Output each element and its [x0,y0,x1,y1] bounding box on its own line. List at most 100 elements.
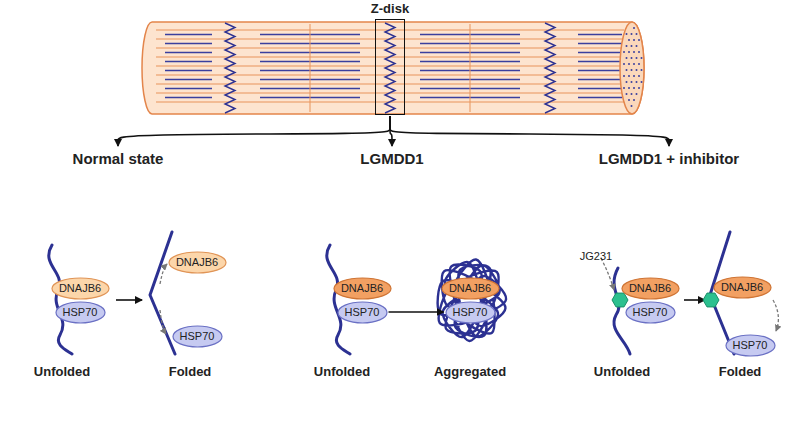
state-label: Folded [719,364,762,379]
thick-filament [165,70,212,72]
protein-name: HSP70 [633,306,668,319]
thick-filament [165,43,212,45]
filament-dot [641,81,643,83]
filament-dot [628,51,630,53]
protein-body [626,302,675,323]
thick-filament [165,97,212,99]
thick-filament [578,61,622,63]
filament-dot [636,69,638,71]
filament-dot [631,57,633,59]
protein-body [442,278,499,299]
release-arrow [773,300,778,331]
filament-dot [633,39,635,41]
z-line [545,23,555,113]
filament-dot [636,81,638,83]
filament-dot [631,93,633,95]
protein-name: HSP70 [345,306,380,319]
filament-dot [626,69,628,71]
filament-dot [623,63,625,65]
protein-body [56,302,105,323]
protein-shape: DNAJB6 [51,277,110,300]
protein-shape: HSP70 [725,334,776,357]
state-label: Unfolded [34,364,90,379]
panel-background [6,171,230,394]
protein-name: DNAJB6 [721,281,764,294]
thick-filament [165,52,212,54]
state-label: Unfolded [594,364,650,379]
state-label: Aggregated [434,364,506,379]
filament-dot [626,81,628,83]
flow-arrow [118,116,390,146]
m-line [470,24,471,112]
filament-dot [641,57,643,59]
protein-body [446,302,495,323]
filament-dot [633,75,635,77]
release-arrow [160,310,166,334]
filament-dot [628,99,630,101]
thick-filament [578,97,622,99]
protein-shape: DNAJB6 [713,276,772,299]
condition-panel: DNAJB6HSP70DNAJB6HSP70Normal state [6,147,230,394]
inhibitor-hexagon [703,293,719,307]
process-arrow [116,299,142,301]
m-line [310,24,311,112]
protein-shape: DNAJB6 [621,277,680,300]
filament-dot [638,63,640,65]
thick-filament [578,79,622,81]
protein-body [622,278,679,299]
filament-dot [628,75,630,77]
thick-filament [578,52,622,54]
fiber-end [620,22,644,114]
thick-filament [578,43,622,45]
protein-name: DNAJB6 [341,282,384,295]
flow-arrow [390,116,669,146]
protein-name: DNAJB6 [629,282,672,295]
release-arrow [601,258,614,290]
region-label: Z-disk [362,1,418,17]
protein-body [169,252,226,273]
panel-shape [277,147,507,394]
protein-name: HSP70 [733,339,768,352]
filament-dot [633,87,635,89]
protein-shape: DNAJB6 [441,277,500,300]
aggregate-tangle [438,260,506,341]
filament-dot [638,51,640,53]
condition-panel: DNAJB6HSP70DNAJB6HSP70LGMDD1 + inhibitor [555,147,783,394]
protein-shape: DNAJB6 [333,277,392,300]
process-arrow [684,299,705,301]
filament-dot [628,39,630,41]
unfolded-strand [49,245,72,354]
filament-dot [631,105,633,107]
filament-dot [636,57,638,59]
muscle-fiber [142,22,644,114]
filament-dot [631,69,633,71]
state-label: Folded [169,364,212,379]
protein-strands [49,232,779,354]
filament-dot [626,93,628,95]
thick-filament [165,34,212,36]
protein-shape: HSP70 [625,301,676,324]
protein-body [338,302,387,323]
protein-name: DNAJB6 [176,256,219,269]
z-line [385,23,395,113]
thick-filament [578,70,622,72]
filament-dot [633,27,635,29]
filament-dot [633,63,635,65]
protein-shape: HSP70 [55,301,106,324]
unfolded-strand [327,245,350,354]
filament-dot [626,33,628,35]
panel-background [277,171,507,394]
inhibitor-hexagon [612,293,628,307]
filament-dot [631,81,633,83]
zdisk-region: Z-disk [362,1,418,115]
protein-name: DNAJB6 [449,282,492,295]
thick-filament [578,34,622,36]
filament-dot [631,33,633,35]
filament-dot [633,99,635,101]
protein-name: HSP70 [453,306,488,319]
panel-background [555,171,783,394]
protein-shape: HSP70 [445,301,496,324]
